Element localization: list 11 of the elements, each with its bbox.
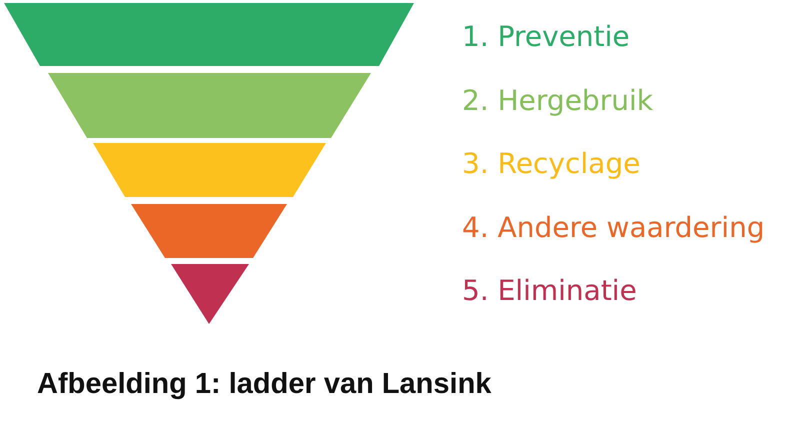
trapezoid-band	[93, 143, 326, 197]
level-label: 2. Hergebruik	[462, 84, 653, 118]
trapezoid-band	[4, 3, 414, 66]
trapezoid-band	[131, 204, 287, 258]
level-label: 4. Andere waardering	[462, 211, 765, 245]
figure-caption: Afbeelding 1: ladder van Lansink	[37, 367, 492, 402]
level-label: 3. Recyclage	[462, 147, 640, 181]
trapezoid-band	[48, 73, 371, 138]
triangle	[171, 264, 249, 324]
level-label: 5. Eliminatie	[462, 274, 637, 308]
level-label: 1. Preventie	[462, 20, 630, 54]
